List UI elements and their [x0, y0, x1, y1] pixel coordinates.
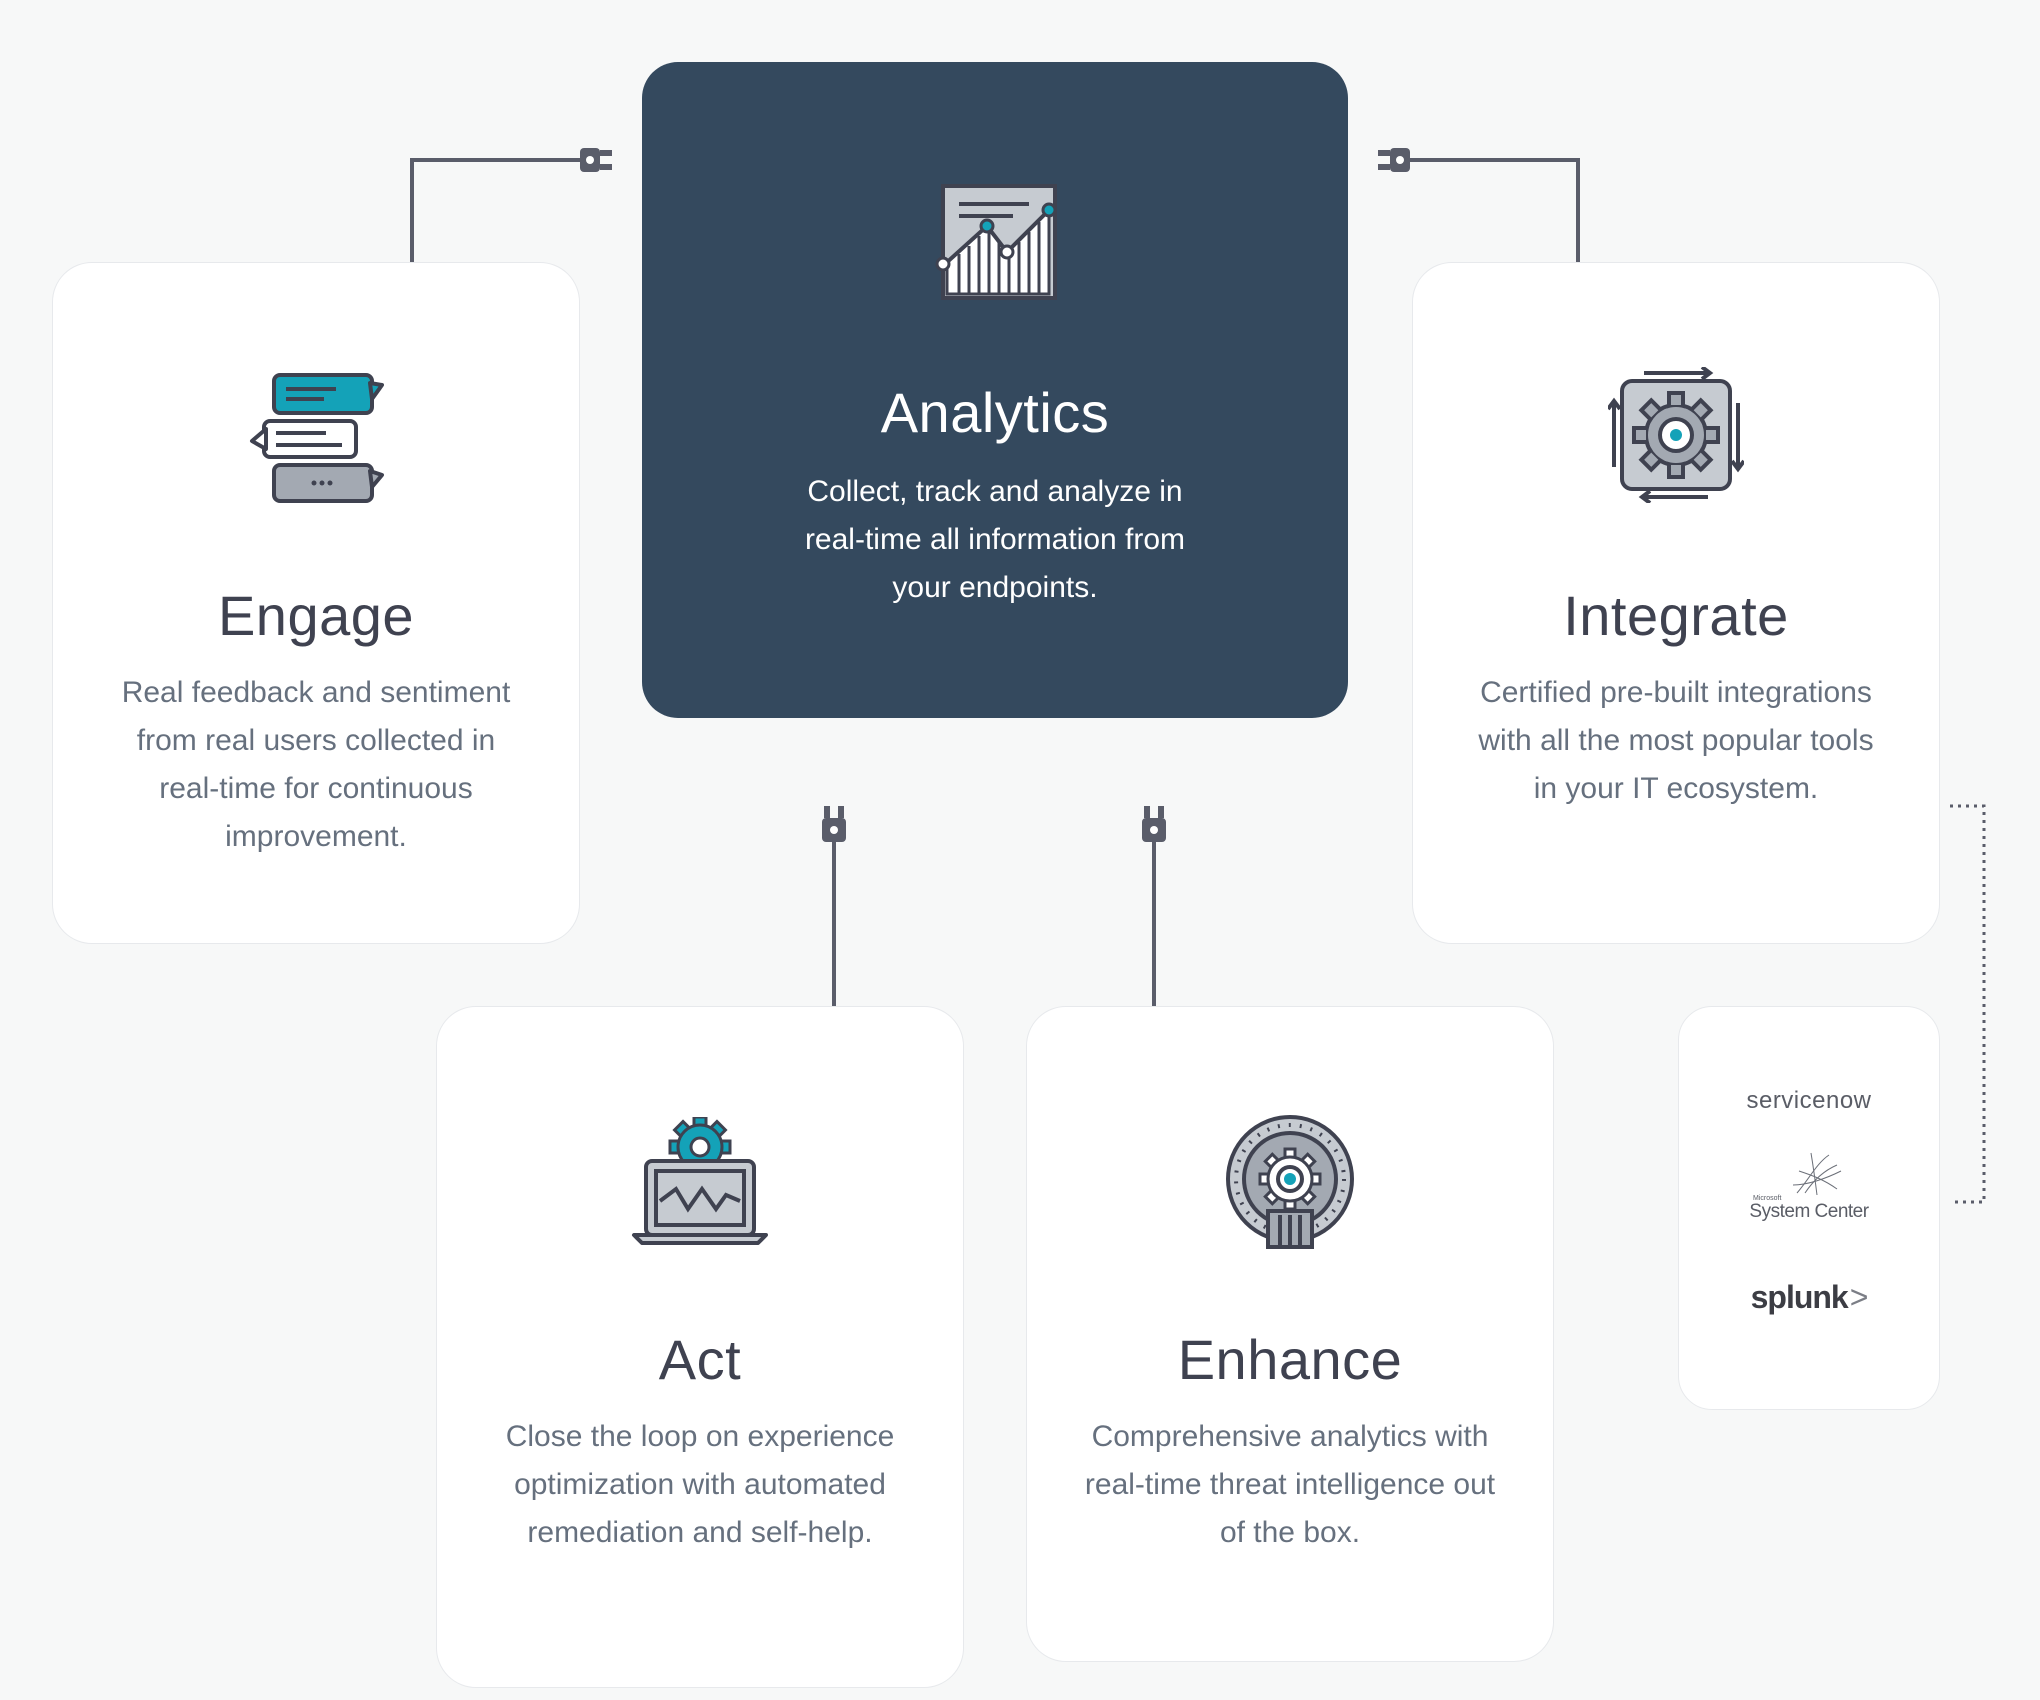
analytics-description: Collect, track and analyze in real-time …: [804, 475, 1186, 604]
integrate-description: Certified pre-built integrations with al…: [1478, 676, 1874, 805]
integrate-card: Integrate Certified pre-built integratio…: [1412, 262, 1940, 944]
plug-icon: [1378, 148, 1410, 172]
act-title: Act: [658, 1328, 742, 1391]
analytics-chart-icon: [935, 184, 1057, 300]
enhance-title: Enhance: [1177, 1328, 1403, 1391]
engage-title: Engage: [217, 584, 415, 647]
act-description: Close the loop on experience optimizatio…: [505, 1420, 895, 1549]
gear-cycle-icon: [1608, 367, 1744, 503]
analytics-title: Analytics: [880, 381, 1110, 444]
system-center-logo-graphic: [1792, 1152, 1842, 1196]
laptop-gear-icon: [632, 1117, 768, 1245]
plug-icon: [580, 148, 612, 172]
system-center-logo: System Center: [1749, 1201, 1869, 1222]
chat-bubbles-icon: [250, 373, 384, 503]
system-center-small-label: Microsoft: [1753, 1195, 1782, 1202]
servicenow-logo: servicenow: [1746, 1087, 1872, 1114]
act-card: Act Close the loop on experience optimiz…: [436, 1006, 964, 1688]
splunk-logo: splunk>: [1679, 1279, 1939, 1316]
integrate-title: Integrate: [1563, 584, 1789, 647]
plug-icon: [822, 806, 846, 842]
analytics-card: Analytics Collect, track and analyze in …: [642, 62, 1348, 718]
splunk-chevron-icon: >: [1849, 1279, 1869, 1315]
splunk-wordmark: splunk: [1750, 1279, 1849, 1315]
enhance-description: Comprehensive analytics with real-time t…: [1084, 1420, 1496, 1549]
brain-gear-icon: [1226, 1115, 1354, 1249]
engage-card: Engage Real feedback and sentiment from …: [52, 262, 580, 944]
integrations-card: servicenow Microsoft System Center splun…: [1678, 1006, 1940, 1410]
enhance-card: Enhance Comprehensive analytics with rea…: [1026, 1006, 1554, 1662]
plug-icon: [1142, 806, 1166, 842]
engage-description: Real feedback and sentiment from real us…: [121, 676, 511, 853]
